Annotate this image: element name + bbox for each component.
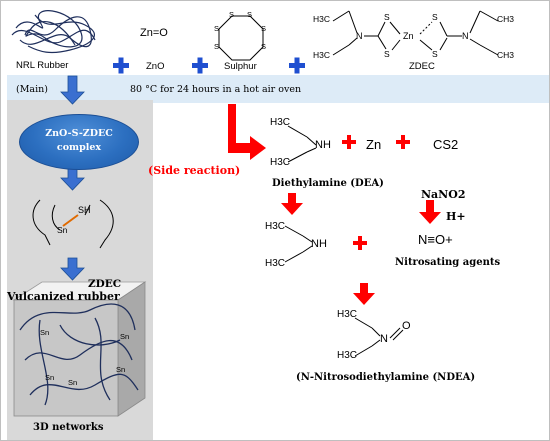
complex-node: ZnO-S-ZDEC complex <box>19 114 139 170</box>
zdec-s: S <box>432 12 438 22</box>
dea-h3c-top: H3C <box>270 117 291 128</box>
sulphur-atom: S <box>247 10 253 19</box>
sn-label: Sn <box>57 225 68 235</box>
complex-line-2: complex <box>56 142 102 153</box>
dea-h3c-bottom: H3C <box>265 258 286 269</box>
nitrosonium-formula: N≡O+ <box>418 232 453 247</box>
sn-label: Sn <box>45 373 55 382</box>
dea-h3c-bottom: H3C <box>270 157 291 168</box>
dea-nh: NH <box>311 238 327 250</box>
nano2-label: NaNO2 <box>421 188 466 201</box>
sn-label: Sn <box>40 328 50 337</box>
sn-label: Sn <box>116 365 126 374</box>
zdec-n-left: N <box>356 31 363 41</box>
sulphur-atom: S <box>261 42 267 51</box>
zdec-ch3-top: CH3 <box>497 14 515 24</box>
zno-label: ZnO <box>146 61 165 72</box>
sulphur-label: Sulphur <box>224 61 257 72</box>
sulphur-atom: S <box>214 42 220 51</box>
zdec-s: S <box>432 49 438 59</box>
complex-line-1: ZnO-S-ZDEC <box>45 128 113 139</box>
sulphur-atom: S <box>261 24 267 33</box>
sulphur-atom: S <box>229 10 235 19</box>
ndea-h3c-bottom: H3C <box>337 350 358 361</box>
dea-nh: NH <box>315 139 331 151</box>
zdec-s: S <box>384 49 390 59</box>
zdec-n-right: N <box>462 31 469 41</box>
reactants-band <box>7 3 550 75</box>
zdec-h3c-top: H3C <box>313 14 331 24</box>
hplus-label: H+ <box>446 210 466 223</box>
sulphur-atom: S <box>214 24 220 33</box>
cs2-product: CS2 <box>433 137 459 152</box>
ndea-h3c-top: H3C <box>337 309 358 320</box>
zdec-s: S <box>384 12 390 22</box>
nitrosating-caption: Nitrosating agents <box>395 257 501 268</box>
nrl-rubber-label: NRL Rubber <box>16 60 69 71</box>
sn-label: Sn <box>68 378 78 387</box>
nrl-rubber-tangle-icon <box>11 10 96 54</box>
sulfur-bridge-icon <box>62 214 79 227</box>
polymer-chain-icon <box>32 199 114 249</box>
conditions-band <box>7 75 550 103</box>
zn-product: Zn <box>366 137 382 152</box>
zdec-structure-icon <box>332 10 499 56</box>
network-cube-icon <box>12 281 147 417</box>
networks-label: 3D networks <box>33 422 104 433</box>
dea-h3c-top: H3C <box>265 221 286 232</box>
side-reaction-label: (Side reaction) <box>148 164 241 177</box>
zno-formula: Zn=O <box>140 27 168 39</box>
red-arrow-icon <box>228 104 441 305</box>
main-path-label: (Main) <box>16 84 48 95</box>
vulcanized-rubber-label: Vulcanized rubber <box>7 290 120 303</box>
dea-structure-icon <box>284 225 313 263</box>
reaction-conditions: 80 °C for 24 hours in a hot air oven <box>130 84 302 95</box>
zdec-ch3-bottom: CH3 <box>497 50 515 60</box>
ndea-n: N <box>380 333 388 345</box>
ndea-caption: (N-Nitrosodiethylamine (NDEA) <box>296 372 476 383</box>
sh-label: SH <box>78 205 91 215</box>
ndea-o: O <box>402 320 411 332</box>
sulphur-ring-icon <box>218 15 264 61</box>
ndea-structure-icon <box>354 317 404 357</box>
dea-caption: Diethylamine (DEA) <box>272 178 384 189</box>
sn-label: Sn <box>120 332 130 341</box>
zdec-zn: Zn <box>403 31 414 41</box>
red-plus-icon <box>342 135 410 250</box>
dea-structure-icon <box>287 125 317 163</box>
blue-down-arrow-icon <box>60 75 85 281</box>
zdec-h3c-bottom: H3C <box>313 50 331 60</box>
zdec-second-label: ZDEC <box>88 278 122 290</box>
zdec-label: ZDEC <box>409 61 435 72</box>
